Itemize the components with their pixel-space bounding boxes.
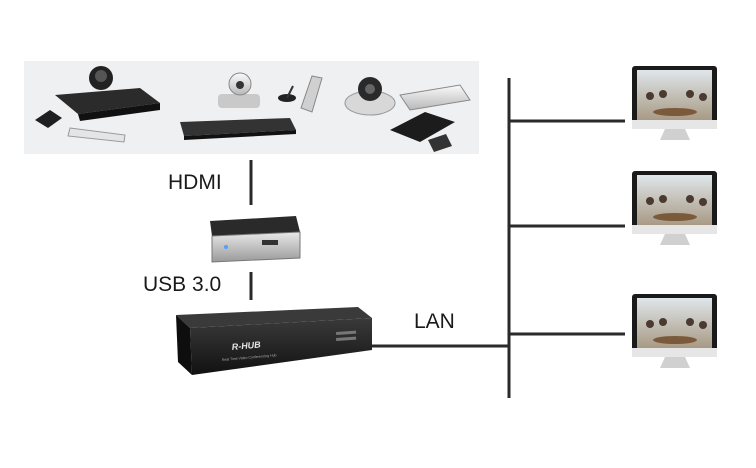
mini-pc-front	[211, 231, 301, 263]
monitor-chin	[632, 120, 717, 129]
power-led-icon	[224, 245, 228, 249]
usb-port-icon	[262, 240, 278, 245]
monitor-chin	[632, 348, 717, 357]
hdmi-label: HDMI	[168, 171, 222, 194]
monitor-stand	[660, 129, 690, 140]
monitor-stand	[660, 357, 690, 368]
client-monitor-1	[632, 66, 717, 140]
client-monitor-2	[632, 171, 717, 245]
connection-lines	[249, 78, 625, 398]
camera-base	[218, 94, 260, 108]
remote-control-icon-2	[300, 75, 323, 113]
rhub-indicator-2	[336, 336, 357, 341]
meeting-person	[659, 195, 667, 203]
meeting-person	[686, 90, 694, 98]
meeting-person	[659, 90, 667, 98]
conference-phone-icon-3	[390, 112, 455, 142]
conference-phone-icon	[35, 110, 62, 128]
meeting-table	[653, 108, 697, 116]
rhub-brand-text: R-HUB	[231, 339, 261, 352]
meeting-person	[686, 318, 694, 326]
mini-pc-top	[210, 216, 300, 236]
codec-system-3	[344, 77, 471, 152]
meeting-person	[699, 321, 707, 329]
remote-control-icon-3	[428, 134, 452, 152]
meeting-person	[699, 198, 707, 206]
codec-unit-3	[399, 84, 471, 111]
remote-control-icon	[67, 127, 126, 143]
mini-pc	[210, 216, 301, 263]
meeting-table	[653, 213, 697, 221]
monitor-chin	[632, 225, 717, 234]
meeting-table	[653, 336, 697, 344]
usb-label: USB 3.0	[143, 273, 222, 296]
meeting-person	[646, 92, 654, 100]
codec-system-2	[180, 72, 323, 140]
meeting-person	[659, 318, 667, 326]
lan-label: LAN	[414, 310, 455, 333]
rhub-subtitle-text: Real Time Video Conferencing Hub	[222, 353, 277, 362]
meeting-person	[686, 195, 694, 203]
codec-system-1	[35, 66, 160, 143]
meeting-person	[646, 197, 654, 205]
client-monitor-3	[632, 294, 717, 368]
conference-equipment-panel	[24, 61, 479, 154]
rhub-server: R-HUB Real Time Video Conferencing Hub	[176, 307, 372, 375]
rhub-top	[176, 307, 372, 328]
monitor-stand	[660, 234, 690, 245]
meeting-person	[646, 320, 654, 328]
meeting-person	[699, 93, 707, 101]
codec-unit	[55, 88, 160, 114]
rhub-front	[190, 318, 372, 375]
rhub-indicator-1	[336, 330, 357, 335]
rhub-side	[176, 315, 192, 375]
codec-unit-2	[180, 118, 296, 136]
